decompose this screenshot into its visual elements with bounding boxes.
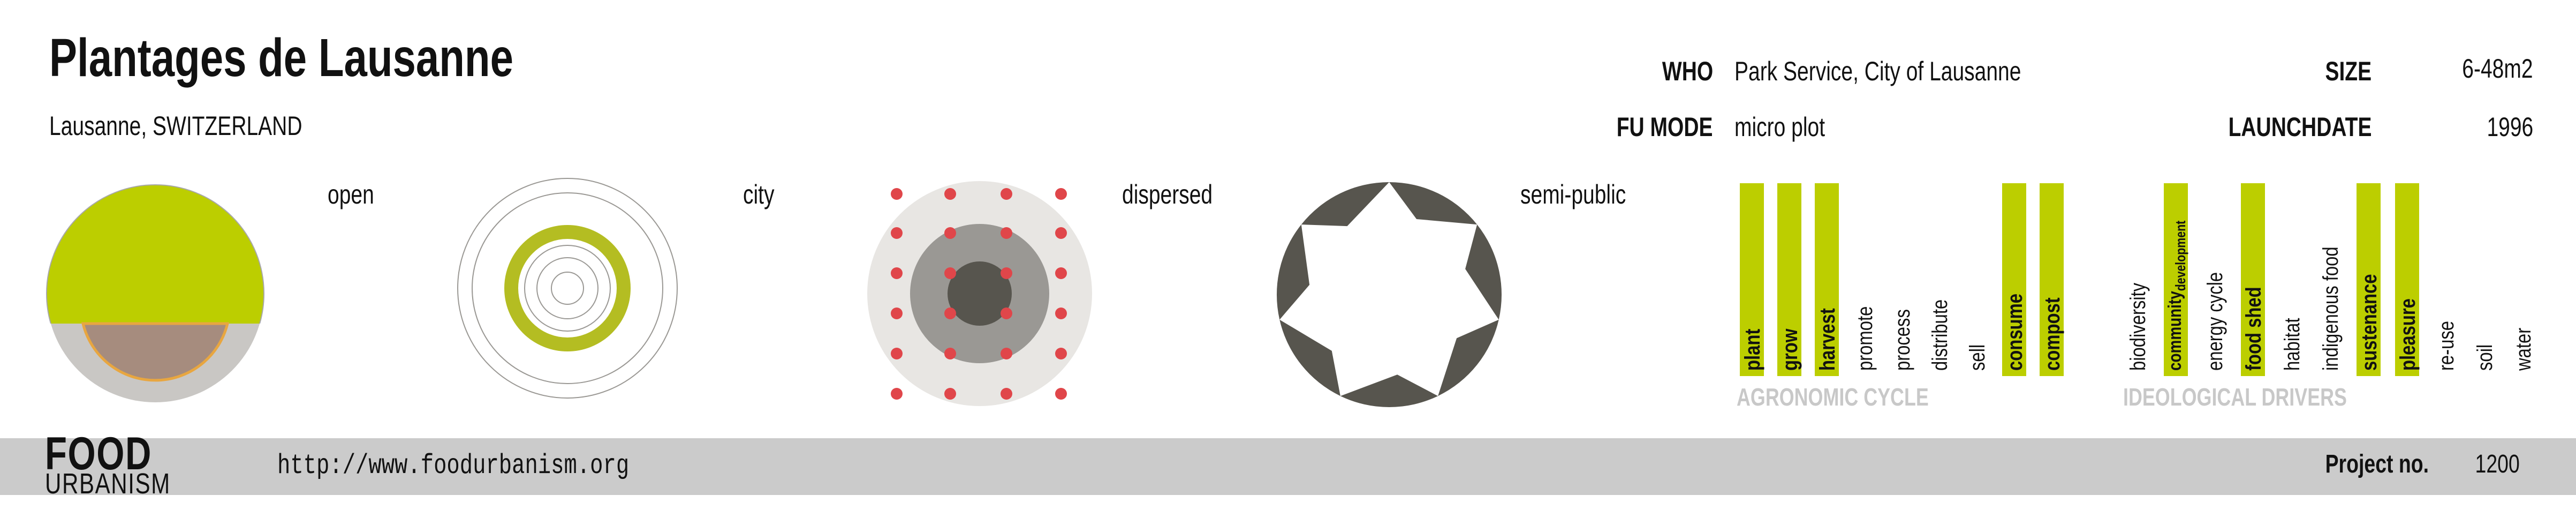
ideological-item-biodiversity: biodiversity <box>2126 282 2150 371</box>
ideological-drivers-chart: biodiversity communitydevelopment energy… <box>2120 177 2548 391</box>
agronomic-item-plant: plant <box>1741 328 1764 371</box>
dispersed-dot <box>1001 188 1012 200</box>
agronomic-bar-grow <box>1777 183 1801 376</box>
shutter-blade <box>1465 224 1502 320</box>
agronomic-bar-plant <box>1740 183 1764 376</box>
dispersed-dot <box>1055 227 1067 239</box>
ideological-item-sustenance: sustenance <box>2358 274 2381 371</box>
project-title: Plantages de Lausanne <box>49 28 513 88</box>
agronomic-item-process: process <box>1891 309 1914 371</box>
dispersed-dot <box>944 227 956 239</box>
footer-bar <box>0 438 2576 495</box>
agronomic-bar-compost <box>2040 183 2064 376</box>
dispersed-dot <box>1055 348 1067 359</box>
agronomic-item-promote: promote <box>1853 306 1877 371</box>
shutter-blade <box>1301 182 1389 227</box>
ideological-item-community: communitydevelopment <box>2165 220 2188 371</box>
project-number-value: 1200 <box>2475 450 2520 478</box>
ideological-item-indigenous-food: indigenous food <box>2319 246 2343 371</box>
pattern-label: dispersed <box>1122 179 1213 209</box>
who-label: WHO <box>1662 56 1713 86</box>
dispersed-dot <box>1001 267 1012 279</box>
agronomic-bar-harvest <box>1815 183 1839 376</box>
dispersed-dot <box>944 188 956 200</box>
size-value: 6-48m2 <box>2462 54 2533 84</box>
dispersed-dot <box>1001 348 1012 359</box>
agronomic-item-grow: grow <box>1778 328 1802 371</box>
access-open-diagram <box>46 184 264 402</box>
access-label: open <box>328 179 374 209</box>
dispersed-dot <box>891 227 903 239</box>
dispersed-dot <box>1055 188 1067 200</box>
ideological-item-energy-cycle: energy cycle <box>2203 272 2227 371</box>
project-location: Lausanne, SWITZERLAND <box>49 111 302 141</box>
ideological-item-food-shed: food shed <box>2242 287 2266 371</box>
agronomic-cycle-caption: AGRONOMIC CYCLE <box>1737 383 1929 411</box>
agronomic-cycle-chart: plant grow harvest promote process distr… <box>1734 177 2109 391</box>
agronomic-bar-consume <box>2002 183 2026 376</box>
launchdate-value: 1996 <box>2487 112 2533 142</box>
dispersed-dot <box>944 348 956 359</box>
ownership-label: semi-public <box>1520 179 1626 209</box>
shutter-blade <box>1340 374 1438 407</box>
shutter-blade <box>1438 319 1499 396</box>
fu-mode-label: FU MODE <box>1617 112 1713 142</box>
ideological-bar-pleasure <box>2395 183 2419 376</box>
agronomic-item-consume: consume <box>2003 294 2027 371</box>
ideological-item-habitat: habitat <box>2280 318 2304 371</box>
logo-urbanism-text: URBANISM <box>45 468 171 500</box>
dispersed-dot <box>1055 267 1067 279</box>
agronomic-item-compost: compost <box>2041 297 2064 371</box>
dispersed-dot <box>891 308 903 319</box>
ideological-item-re-use: re-use <box>2435 321 2458 371</box>
dispersed-dot <box>1001 308 1012 319</box>
ownership-semi-public-diagram <box>1277 182 1502 407</box>
dispersed-dot <box>1001 227 1012 239</box>
ideological-item-pleasure: pleasure <box>2396 298 2420 371</box>
dispersed-dot <box>944 308 956 319</box>
dispersed-dot <box>1055 388 1067 400</box>
ideological-drivers-caption: IDEOLOGICAL DRIVERS <box>2123 383 2347 411</box>
agronomic-item-distribute: distribute <box>1928 299 1952 371</box>
ideological-bar-food-shed <box>2241 183 2265 376</box>
dispersed-dot <box>1001 388 1012 400</box>
dispersed-dot <box>891 388 903 400</box>
website-link[interactable]: http://www.foodurbanism.org <box>277 450 630 482</box>
shutter-blade <box>1279 319 1340 396</box>
ideological-item-community-sub: development <box>2172 220 2188 291</box>
shutter-blade <box>1389 182 1478 225</box>
ideological-item-water: water <box>2512 327 2535 371</box>
dispersed-dot <box>891 188 903 200</box>
launchdate-label: LAUNCHDATE <box>2228 112 2372 142</box>
ideological-item-soil: soil <box>2473 344 2497 371</box>
project-number-label: Project no. <box>2325 450 2429 478</box>
size-label: SIZE <box>2325 56 2372 86</box>
dispersed-dot <box>891 267 903 279</box>
dispersed-dot <box>944 388 956 400</box>
dispersed-dot <box>944 267 956 279</box>
who-value: Park Service, City of Lausanne <box>1734 56 2021 86</box>
setting-city-diagram <box>457 178 678 399</box>
dispersed-dot <box>891 348 903 359</box>
shutter-blade <box>1277 224 1310 320</box>
logo-food-text: FOOD <box>45 428 153 479</box>
ideological-bar-community <box>2164 183 2188 376</box>
agronomic-item-sell: sell <box>1966 344 1989 371</box>
ideological-bar-sustenance <box>2357 183 2381 376</box>
dispersed-dot <box>1055 308 1067 319</box>
fu-mode-value: micro plot <box>1734 112 1825 142</box>
agronomic-item-harvest: harvest <box>1816 308 1839 371</box>
setting-label: city <box>743 179 775 209</box>
pattern-dispersed-diagram <box>867 181 1092 406</box>
